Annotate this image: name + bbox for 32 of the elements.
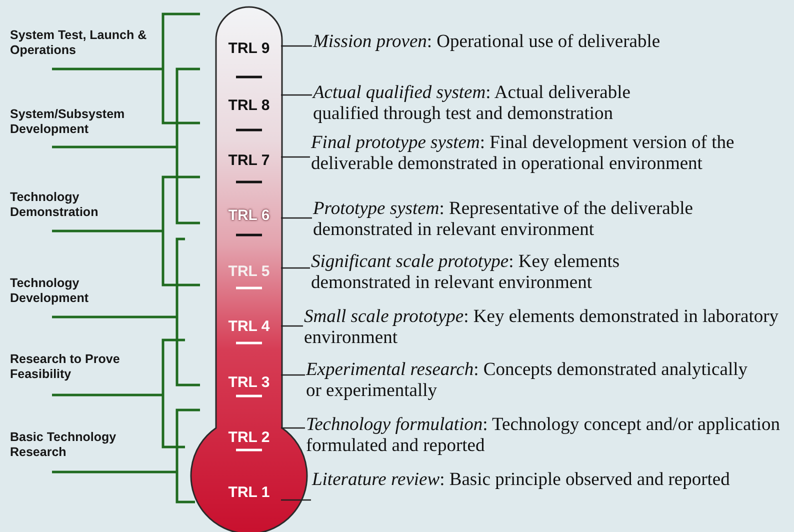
leader-line xyxy=(281,427,305,429)
phase-label: System/Subsystem Development xyxy=(10,107,126,137)
leader-line xyxy=(281,325,303,327)
level-label: TRL 5 xyxy=(228,262,270,280)
level-description: Final prototype system: Final development version of the deliverable demonstrated in operational environment xyxy=(311,133,781,175)
level-description: Literature review: Basic principle observed and reported xyxy=(312,470,757,491)
level-label: TRL 4 xyxy=(228,318,270,334)
leader-line xyxy=(281,45,312,47)
level-label: TRL 6 xyxy=(228,206,270,224)
leader-line xyxy=(281,217,312,219)
level-description: Technology formulation: Technology concept and/or application formulated and reported xyxy=(306,415,792,457)
level-label: TRL 8 xyxy=(228,96,270,114)
phase-label: Technology Development xyxy=(10,276,90,306)
leader-line xyxy=(281,374,305,376)
level-description: Small scale prototype: Key elements demonstrated in laboratory environment xyxy=(304,307,792,349)
phase-label: Technology Demonstration xyxy=(10,190,100,220)
level-description: Mission proven: Operational use of deliverable xyxy=(313,32,783,53)
level-label: TRL 3 xyxy=(228,374,270,390)
level-label: TRL 2 xyxy=(228,428,270,446)
phase-label: System Test, Launch & Operations xyxy=(10,28,148,58)
level-description: Significant scale prototype: Key elements demonstrated in relevant environment xyxy=(311,252,676,294)
level-description: Experimental research: Concepts demonstrated analytically or experimentally xyxy=(306,360,751,402)
level-label: TRL 9 xyxy=(228,40,270,56)
level-label: TRL 1 xyxy=(228,484,270,500)
leader-line xyxy=(281,94,312,96)
leader-line xyxy=(281,267,310,269)
leader-line xyxy=(281,156,310,158)
phase-label: Basic Technology Research xyxy=(10,430,118,460)
level-description: Prototype system: Representative of the deliverable demonstrated in relevant environment xyxy=(313,199,785,241)
level-label: TRL 7 xyxy=(228,152,270,168)
phase-label: Research to Prove Feasibility xyxy=(10,352,121,382)
level-description: Actual qualified system: Actual deliverable qualified through test and demonstration xyxy=(313,83,683,125)
